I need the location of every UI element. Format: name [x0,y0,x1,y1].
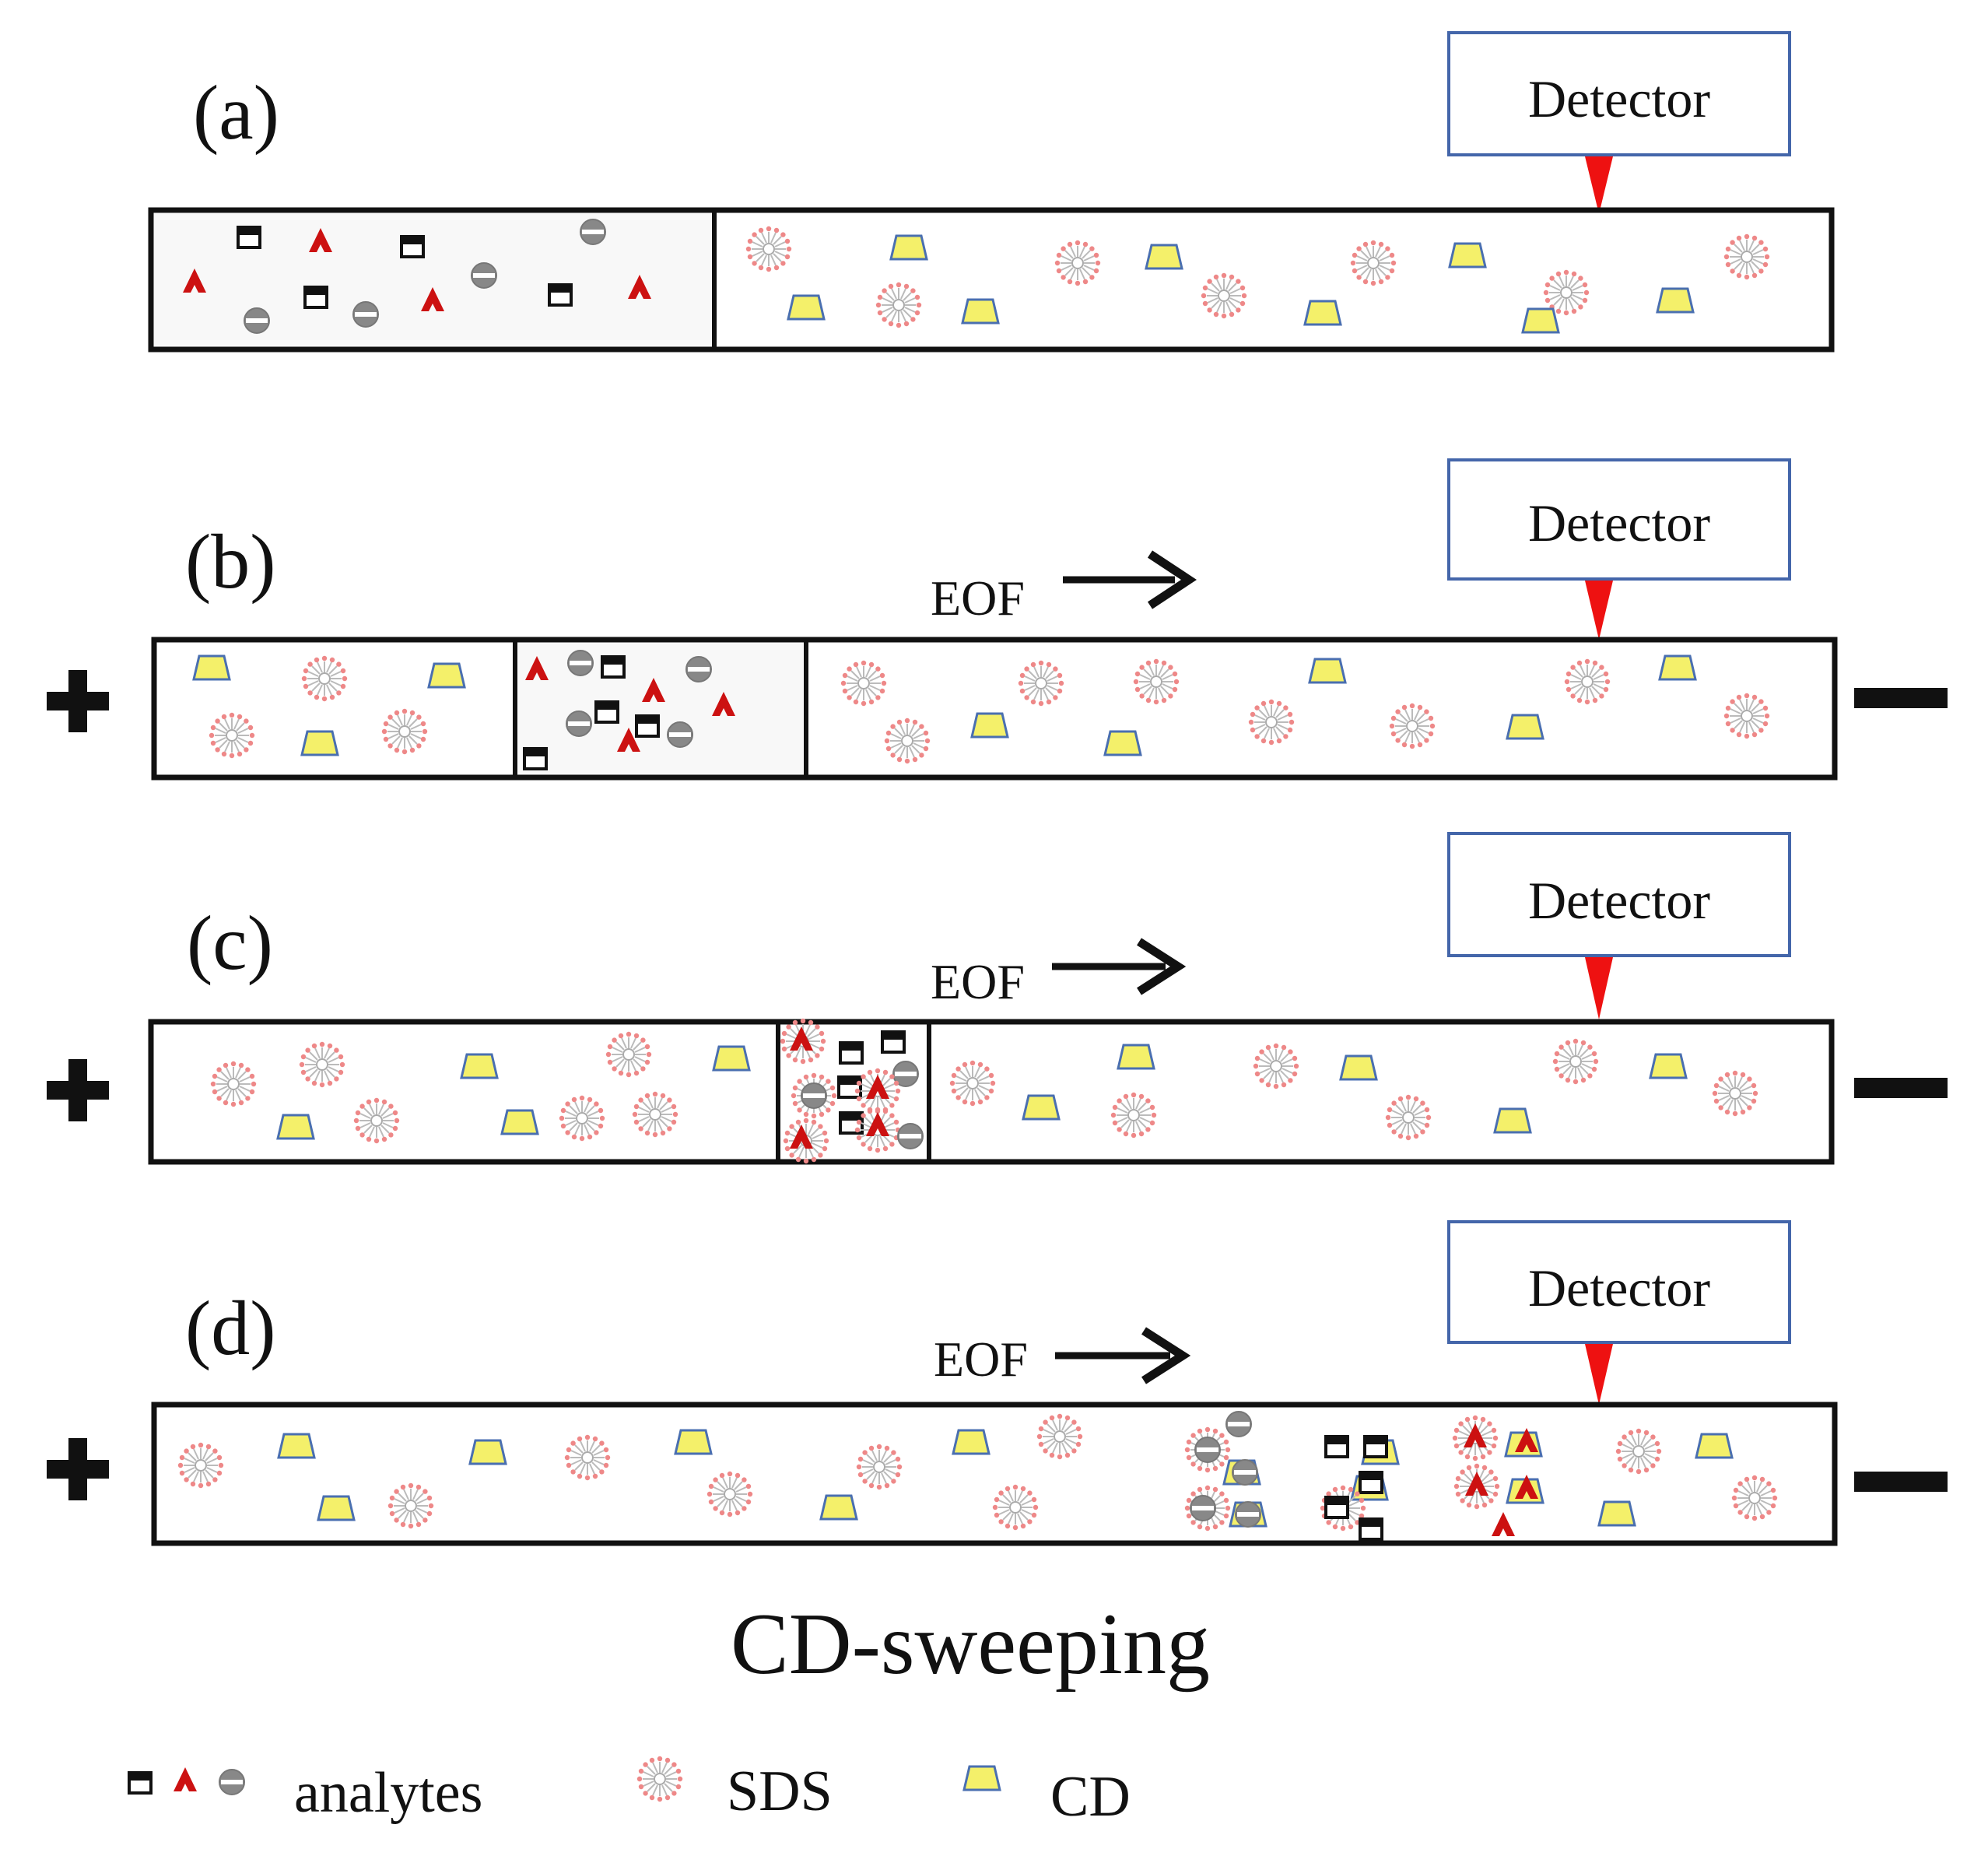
panel-label: (d) [185,1285,276,1371]
sample-zone [518,643,803,774]
eof-arrow-icon [1055,1327,1191,1384]
plus-sign-icon [47,670,109,732]
plus-sign-icon [47,1438,109,1500]
minus-sign-icon [1854,1078,1948,1098]
analyte-circle-icon [219,1769,245,1795]
panel-label: (c) [187,900,273,986]
eof-label: EOF [931,570,1025,626]
legend-analytes-label: analytes [294,1761,482,1825]
analyte-triangle-icon [174,1767,197,1791]
minus-sign-icon [1854,688,1948,708]
detector-pointer-icon [1585,156,1613,214]
panel-d: (d) Detector EOF [47,1220,1948,1546]
eof-label: EOF [931,954,1025,1009]
cd-trapezoid-icon [962,1765,1001,1791]
detector-box [1447,31,1791,156]
panel-b: (b) Detector EOF [47,458,1948,781]
detector-box [1447,1220,1791,1344]
minus-sign-icon [1854,1472,1948,1492]
plus-sign-icon [47,1059,109,1121]
detector-label: Detector [1528,69,1710,128]
eof-label: EOF [934,1331,1028,1387]
detector-box [1447,458,1791,581]
panel-a: (a) Detector [148,31,1835,353]
panel-label: (a) [193,69,279,156]
analytes-legend-icons [128,1767,245,1795]
analyte-square-icon [128,1771,153,1795]
legend-cd-label: CD [1050,1765,1131,1829]
sds-micelle-icon [636,1755,684,1803]
detector-pointer-icon [1585,1344,1613,1405]
panel-label: (b) [185,518,276,605]
capillary [151,637,1838,781]
detector-pointer-icon [1585,957,1613,1019]
detector-box [1447,832,1791,957]
legend-sds-label: SDS [727,1760,833,1823]
eof-arrow-icon [1063,550,1197,609]
eof-arrow-icon [1052,938,1187,995]
figure-title: CD-sweeping [731,1596,1210,1693]
detector-pointer-icon [1585,581,1613,640]
legend: analytes SDS CD [128,1755,1131,1829]
detector-label: Detector [1528,493,1710,553]
panel-c: (c) Detector EOF [47,832,1948,1165]
detector-label: Detector [1528,1258,1710,1317]
capillary [151,1402,1838,1546]
detector-label: Detector [1528,871,1710,930]
